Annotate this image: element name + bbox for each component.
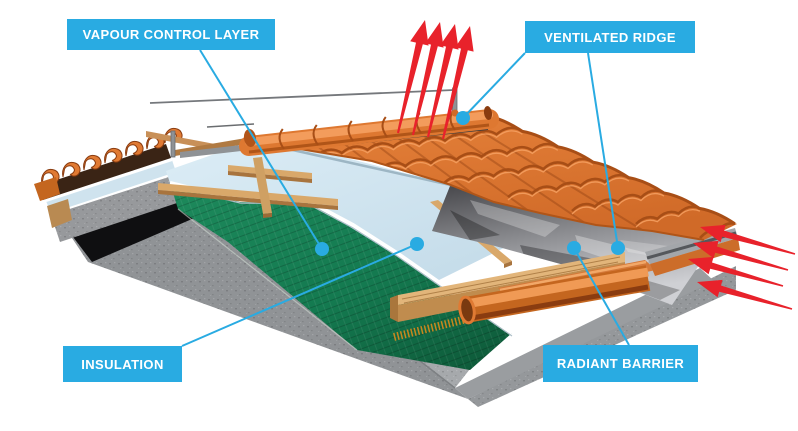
dot-insulation (410, 237, 424, 251)
eave-airflow-arrows (688, 224, 796, 310)
leader-ventilated-ridge (462, 52, 526, 119)
dot-ventilated-eave (611, 241, 625, 255)
label-ventilated-ridge: VENTILATED RIDGE (525, 21, 695, 53)
gable-shadow (64, 194, 206, 262)
dot-vapour-control-layer (315, 242, 329, 256)
dot-radiant-barrier (567, 241, 581, 255)
leader-ventilated-eave (587, 52, 619, 249)
ridge-airflow-arrows (397, 20, 474, 140)
lightning-conductor-wire (149, 86, 459, 158)
leader-radiant-barrier (573, 247, 630, 346)
gutter (458, 265, 651, 325)
tile-edge-profile (486, 114, 736, 226)
label-radiant-barrier: RADIANT BARRIER (543, 345, 698, 382)
label-vapour-control-layer: VAPOUR CONTROL LAYER (67, 19, 275, 50)
wire-pin (170, 130, 176, 158)
callout-dots (315, 111, 625, 256)
verge-tile-end (34, 177, 60, 201)
back-slope-cross-section (34, 127, 186, 242)
label-insulation: INSULATION (63, 346, 182, 382)
leader-vapour-control-layer (199, 49, 323, 250)
dot-ventilated-ridge (456, 111, 470, 125)
eaves-comb (393, 311, 484, 341)
leader-lines (181, 49, 630, 347)
leader-insulation (181, 243, 418, 347)
rafter-end (47, 199, 72, 228)
back-slope-underlay (38, 144, 171, 200)
